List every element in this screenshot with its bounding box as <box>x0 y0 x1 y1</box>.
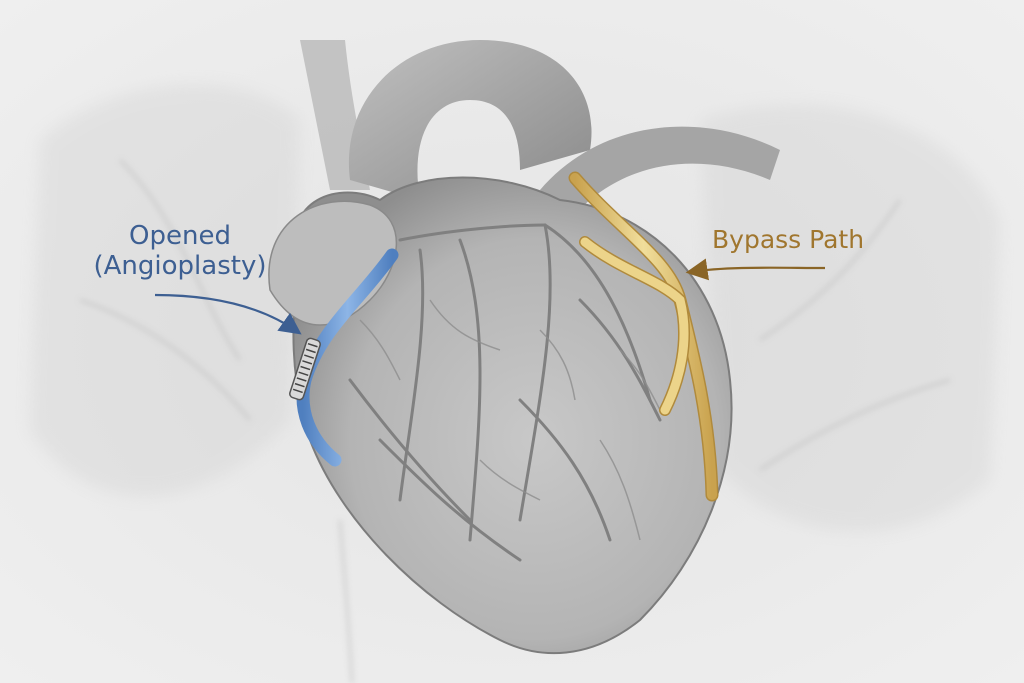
angioplasty-arrow <box>154 293 302 335</box>
stent-icon <box>289 337 321 401</box>
bypass-label: Bypass Path <box>712 225 865 254</box>
angioplasty-label-line2: (Angioplasty) <box>93 250 267 281</box>
bypass-graft <box>568 171 719 502</box>
angioplasty-label-line1: Opened <box>129 221 231 251</box>
angioplasty-label: Opened (Angioplasty) <box>70 221 290 282</box>
bypass-arrow <box>685 258 826 281</box>
